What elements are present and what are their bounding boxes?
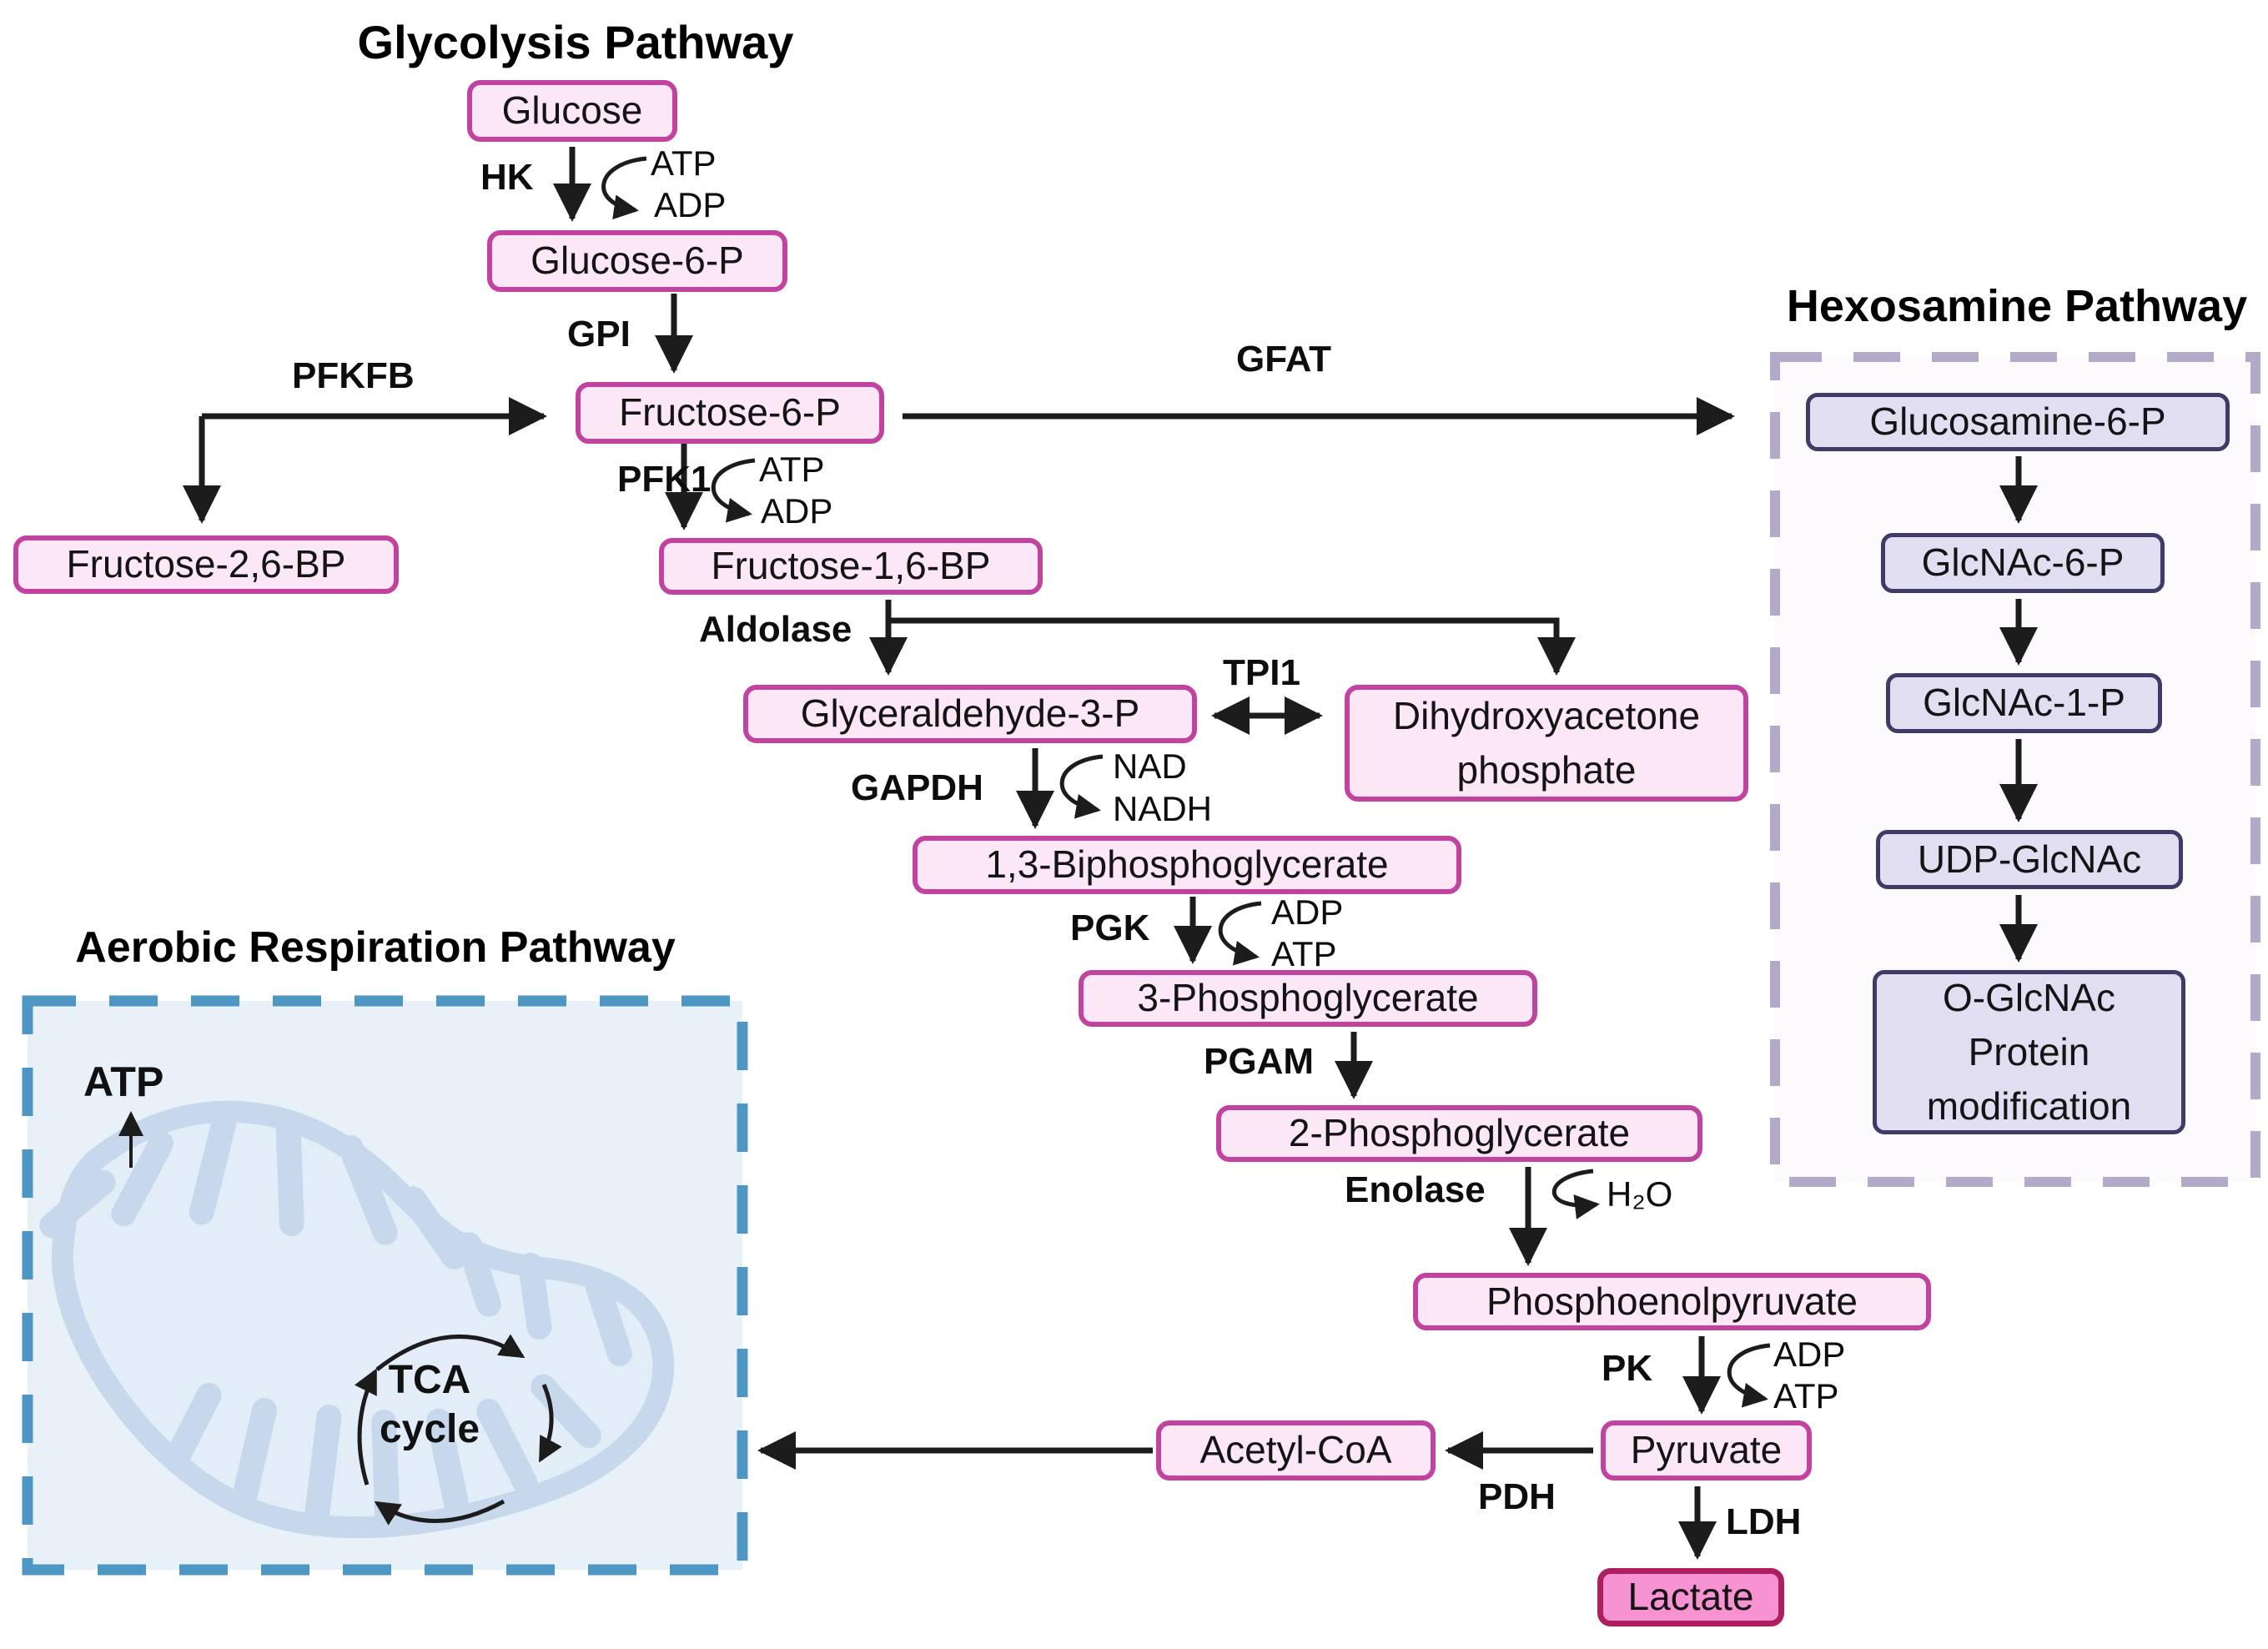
swoosh-pfk1 <box>711 458 756 523</box>
swoosh-gapdh <box>1059 754 1104 819</box>
swoosh-pk <box>1727 1343 1771 1408</box>
enzyme-aldolase: Aldolase <box>699 609 852 650</box>
hexosamine-title: Hexosamine Pathway <box>1786 281 2248 331</box>
cofactor-arrows <box>601 156 1771 1408</box>
enzyme-ldh: LDH <box>1726 1501 1802 1542</box>
metabolite-2-phosphoglycerate: 2-Phosphoglycerate <box>1216 1105 1702 1162</box>
swoosh-pgk <box>1218 901 1262 966</box>
enzyme-gpi: GPI <box>567 314 631 354</box>
cofactor-hk-atp: ATP <box>651 143 717 183</box>
enzyme-gfat: GFAT <box>1236 339 1332 380</box>
metabolite-phosphoenolpyruvate: Phosphoenolpyruvate <box>1413 1273 1931 1330</box>
cofactor-enolase-h2o: H₂O <box>1607 1174 1673 1214</box>
aerobic-title: Aerobic Respiration Pathway <box>75 923 676 972</box>
enzyme-pgam: PGAM <box>1204 1041 1314 1082</box>
metabolite-glucose: Glucose <box>467 80 677 142</box>
tca-cycle-label: TCA cycle <box>379 1358 480 1451</box>
enzyme-pfkfb: PFKFB <box>292 355 415 396</box>
swoosh-enolase <box>1551 1169 1600 1219</box>
aerobic-atp-label: ATP <box>83 1058 164 1105</box>
metabolite-pyruvate: Pyruvate <box>1601 1420 1812 1481</box>
enzyme-tpi1: TPI1 <box>1223 652 1300 693</box>
enzyme-pk: PK <box>1602 1348 1653 1389</box>
enzyme-enolase: Enolase <box>1345 1169 1486 1210</box>
cofactor-pfk1-adp: ADP <box>761 491 833 530</box>
arrow-f16bp-to-dhap <box>888 617 1576 676</box>
metabolite-glcnac-1-p: GlcNAc-1-P <box>1886 673 2162 733</box>
metabolite-1-3-biphosphoglycerate: 1,3-Biphosphoglycerate <box>913 836 1461 894</box>
glycolysis-title: Glycolysis Pathway <box>357 16 794 68</box>
enzyme-pdh: PDH <box>1478 1476 1556 1517</box>
metabolite-glucose-6-p: Glucose-6-P <box>487 230 787 292</box>
cristae <box>39 1110 632 1536</box>
metabolite-lactate: Lactate <box>1597 1568 1784 1626</box>
enzyme-pfk1: PFK1 <box>617 459 712 500</box>
enzyme-pgk: PGK <box>1070 907 1150 948</box>
cofactor-pgk-atp: ATP <box>1271 934 1337 973</box>
metabolite-glcnac-6-p: GlcNAc-6-P <box>1881 533 2165 593</box>
metabolite-glyceraldehyde-3-p: Glyceraldehyde-3-P <box>743 685 1197 743</box>
enzyme-hk: HK <box>480 157 534 198</box>
cofactor-gapdh-nadh: NADH <box>1113 789 1213 828</box>
metabolite-fructose-1-6-bp: Fructose-1,6-BP <box>659 538 1043 595</box>
metabolite-o-glcnac-protein-modification: O-GlcNAc Protein modification <box>1873 970 2185 1134</box>
metabolite-acetyl-coa: Acetyl-CoA <box>1156 1420 1436 1481</box>
metabolite-udp-glcnac: UDP-GlcNAc <box>1876 830 2183 889</box>
cofactor-gapdh-nad: NAD <box>1113 747 1187 786</box>
mitochondrion-illustration <box>39 1100 675 1539</box>
enzyme-gapdh: GAPDH <box>851 767 983 808</box>
cofactor-hk-adp: ADP <box>654 185 727 224</box>
metabolite-dhap: Dihydroxyacetone phosphate <box>1345 685 1748 802</box>
metabolite-fructose-6-p: Fructose-6-P <box>576 382 884 444</box>
cofactor-pk-adp: ADP <box>1773 1335 1846 1374</box>
tca-cycle-arrows <box>354 1334 562 1526</box>
reaction-arrows <box>183 147 2038 1560</box>
metabolite-3-phosphoglycerate: 3-Phosphoglycerate <box>1079 970 1537 1027</box>
metabolite-fructose-2-6-bp: Fructose-2,6-BP <box>13 535 399 594</box>
cofactor-pgk-adp: ADP <box>1271 892 1344 932</box>
metabolite-glucosamine-6-p: Glucosamine-6-P <box>1806 393 2230 451</box>
cofactor-pfk1-atp: ATP <box>759 450 825 489</box>
swoosh-hk <box>601 156 647 220</box>
cofactor-pk-atp: ATP <box>1773 1376 1839 1415</box>
